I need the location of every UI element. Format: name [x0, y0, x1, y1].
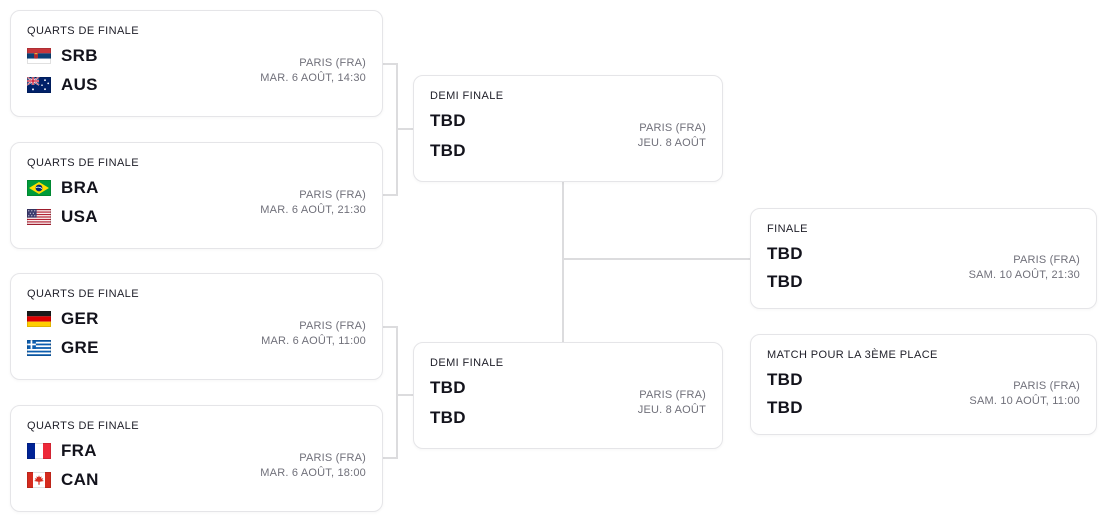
team-row: TBD — [430, 407, 466, 429]
team-row: GER — [27, 308, 99, 330]
can-flag-icon — [27, 472, 51, 488]
venue-label: PARIS (FRA) — [639, 122, 706, 134]
connector-line — [383, 194, 398, 196]
match-card-quarterfinal-3[interactable]: QUARTS DE FINALE GER GRE PARIS (FRA) — [10, 273, 383, 380]
team-row: CAN — [27, 469, 99, 491]
connector-line — [398, 128, 413, 130]
datetime-label: SAM. 10 AOÛT, 21:30 — [968, 269, 1080, 281]
connector-line — [383, 63, 398, 65]
venue-label: PARIS (FRA) — [1013, 254, 1080, 266]
venue-label: PARIS (FRA) — [299, 451, 366, 464]
srb-flag-icon — [27, 48, 51, 64]
match-card-semifinal-2[interactable]: DEMI FINALE TBD TBD PARIS (FRA) JEU. 8 A… — [413, 342, 723, 449]
team-row: TBD — [430, 110, 466, 132]
match-meta: PARIS (FRA) SAM. 10 AOÛT, 11:00 — [969, 379, 1080, 409]
team-row: SRB — [27, 45, 98, 67]
connector-line — [383, 326, 398, 328]
round-label: MATCH POUR LA 3ÈME PLACE — [767, 349, 938, 361]
datetime-label: MAR. 6 AOÛT, 21:30 — [260, 203, 366, 216]
fra-flag-icon — [27, 443, 51, 459]
team-code: AUS — [61, 75, 98, 94]
team-code: TBD — [430, 408, 466, 427]
round-label: DEMI FINALE — [430, 90, 504, 102]
match-card-quarterfinal-2[interactable]: QUARTS DE FINALE BRA USA PARIS (FRA) — [10, 142, 383, 249]
usa-flag-icon — [27, 209, 51, 225]
match-card-third-place[interactable]: MATCH POUR LA 3ÈME PLACE TBD TBD PARIS (… — [750, 334, 1097, 435]
connector-line — [562, 182, 564, 342]
ger-flag-icon — [27, 311, 51, 327]
team-code: TBD — [767, 398, 803, 417]
connector-line — [396, 326, 398, 459]
datetime-label: JEU. 8 AOÛT — [637, 137, 706, 149]
aus-flag-icon — [27, 77, 51, 93]
datetime-label: MAR. 6 AOÛT, 11:00 — [261, 334, 366, 347]
connector-line — [383, 457, 398, 459]
datetime-label: SAM. 10 AOÛT, 11:00 — [969, 395, 1080, 407]
venue-label: PARIS (FRA) — [639, 389, 706, 401]
team-code: SRB — [61, 46, 98, 65]
team-row: TBD — [767, 369, 803, 391]
datetime-label: MAR. 6 AOÛT, 18:00 — [260, 466, 366, 479]
team-row: AUS — [27, 74, 98, 96]
team-row: TBD — [430, 377, 466, 399]
team-row: USA — [27, 206, 99, 228]
team-row: TBD — [430, 140, 466, 162]
datetime-label: MAR. 6 AOÛT, 14:30 — [260, 71, 366, 84]
team-row: FRA — [27, 440, 99, 462]
round-label: QUARTS DE FINALE — [27, 288, 139, 300]
gre-flag-icon — [27, 340, 51, 356]
venue-label: PARIS (FRA) — [1013, 380, 1080, 392]
team-code: TBD — [767, 244, 803, 263]
team-code: TBD — [430, 378, 466, 397]
team-code: TBD — [767, 272, 803, 291]
team-code: TBD — [430, 141, 466, 160]
match-card-semifinal-1[interactable]: DEMI FINALE TBD TBD PARIS (FRA) JEU. 8 A… — [413, 75, 723, 182]
team-code: CAN — [61, 470, 99, 489]
match-meta: PARIS (FRA) SAM. 10 AOÛT, 21:30 — [969, 253, 1080, 283]
team-row: TBD — [767, 243, 803, 265]
match-meta: PARIS (FRA) MAR. 6 AOÛT, 21:30 — [260, 188, 366, 218]
connector-line — [398, 394, 413, 396]
round-label: DEMI FINALE — [430, 357, 504, 369]
team-code: FRA — [61, 441, 97, 460]
round-label: QUARTS DE FINALE — [27, 420, 139, 432]
round-label: QUARTS DE FINALE — [27, 157, 139, 169]
team-code: BRA — [61, 178, 99, 197]
venue-label: PARIS (FRA) — [299, 56, 366, 69]
venue-label: PARIS (FRA) — [299, 188, 366, 201]
team-row: TBD — [767, 397, 803, 419]
team-row: TBD — [767, 271, 803, 293]
team-row: BRA — [27, 177, 99, 199]
match-meta: PARIS (FRA) JEU. 8 AOÛT — [638, 121, 706, 151]
datetime-label: JEU. 8 AOÛT — [637, 404, 706, 416]
team-code: TBD — [767, 370, 803, 389]
team-code: GER — [61, 309, 99, 328]
match-meta: PARIS (FRA) MAR. 6 AOÛT, 18:00 — [260, 451, 366, 481]
round-label: QUARTS DE FINALE — [27, 25, 139, 37]
match-meta: PARIS (FRA) MAR. 6 AOÛT, 14:30 — [260, 56, 366, 86]
round-label: FINALE — [767, 223, 808, 235]
team-code: USA — [61, 207, 98, 226]
match-card-quarterfinal-1[interactable]: QUARTS DE FINALE SRB AUS PARIS (FRA) — [10, 10, 383, 117]
match-card-final[interactable]: FINALE TBD TBD PARIS (FRA) SAM. 10 AOÛT,… — [750, 208, 1097, 309]
match-meta: PARIS (FRA) JEU. 8 AOÛT — [638, 388, 706, 418]
connector-line — [562, 258, 750, 260]
bra-flag-icon — [27, 180, 51, 196]
match-card-quarterfinal-4[interactable]: QUARTS DE FINALE FRA CAN PARIS (FRA) — [10, 405, 383, 512]
team-row: GRE — [27, 337, 99, 359]
connector-line — [396, 63, 398, 196]
match-meta: PARIS (FRA) MAR. 6 AOÛT, 11:00 — [261, 319, 366, 349]
venue-label: PARIS (FRA) — [299, 319, 366, 332]
team-code: GRE — [61, 338, 99, 357]
team-code: TBD — [430, 111, 466, 130]
